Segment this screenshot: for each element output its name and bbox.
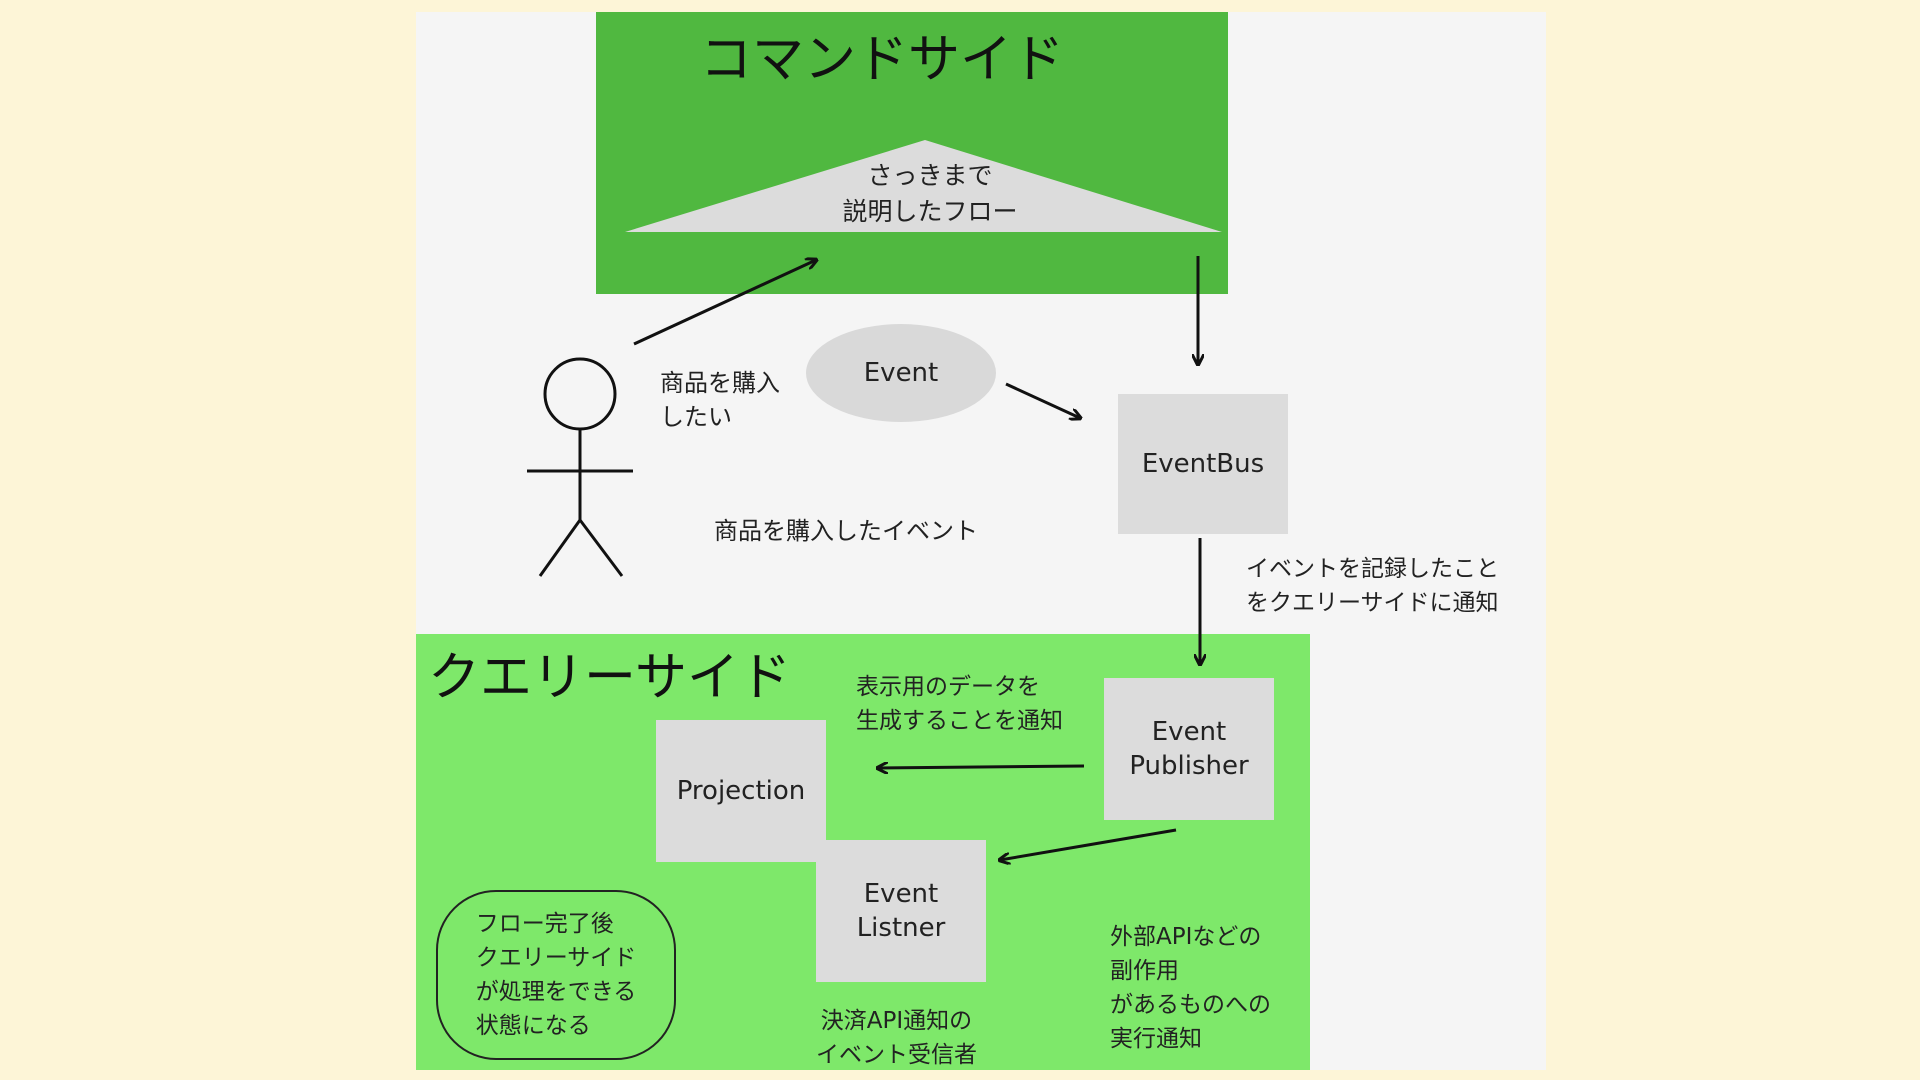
arrow-publisher-to-projection <box>878 766 1085 768</box>
projection-box: Projection <box>656 720 826 862</box>
event-bubble: Event <box>806 324 996 422</box>
arrow-publisher-to-listener <box>1000 828 1177 860</box>
external-api-label: 外部APIなどの 副作用 があるものへの 実行通知 <box>1110 924 1271 1052</box>
completion-note: フロー完了後 クエリーサイド が処理をできる 状態になる <box>436 890 676 1060</box>
command-side-title: コマンドサイド <box>700 30 1065 90</box>
notify-query-side-label: イベントを記録したこと をクエリーサイドに通知 <box>1246 556 1499 616</box>
purchase-event-label: 商品を購入したイベント <box>714 517 978 545</box>
arrow-user-to-command <box>633 260 816 346</box>
query-side-title: クエリーサイド <box>428 648 791 708</box>
display-data-label: 表示用のデータを 生成することを通知 <box>856 674 1063 734</box>
event-publisher-box: Event Publisher <box>1104 678 1274 820</box>
event-bus-box: EventBus <box>1118 394 1288 534</box>
payment-receiver-label: 決済API通知の イベント受信者 <box>816 1008 977 1068</box>
flow-triangle <box>625 140 1222 232</box>
event-listener-box: Event Listner <box>816 840 986 982</box>
arrow-event-to-eventbus <box>1005 382 1080 418</box>
flow-label: さっきまで 説明したフロー <box>842 161 1018 226</box>
purchase-request-label: 商品を購入 したい <box>660 369 780 431</box>
user-actor-icon <box>527 357 633 577</box>
